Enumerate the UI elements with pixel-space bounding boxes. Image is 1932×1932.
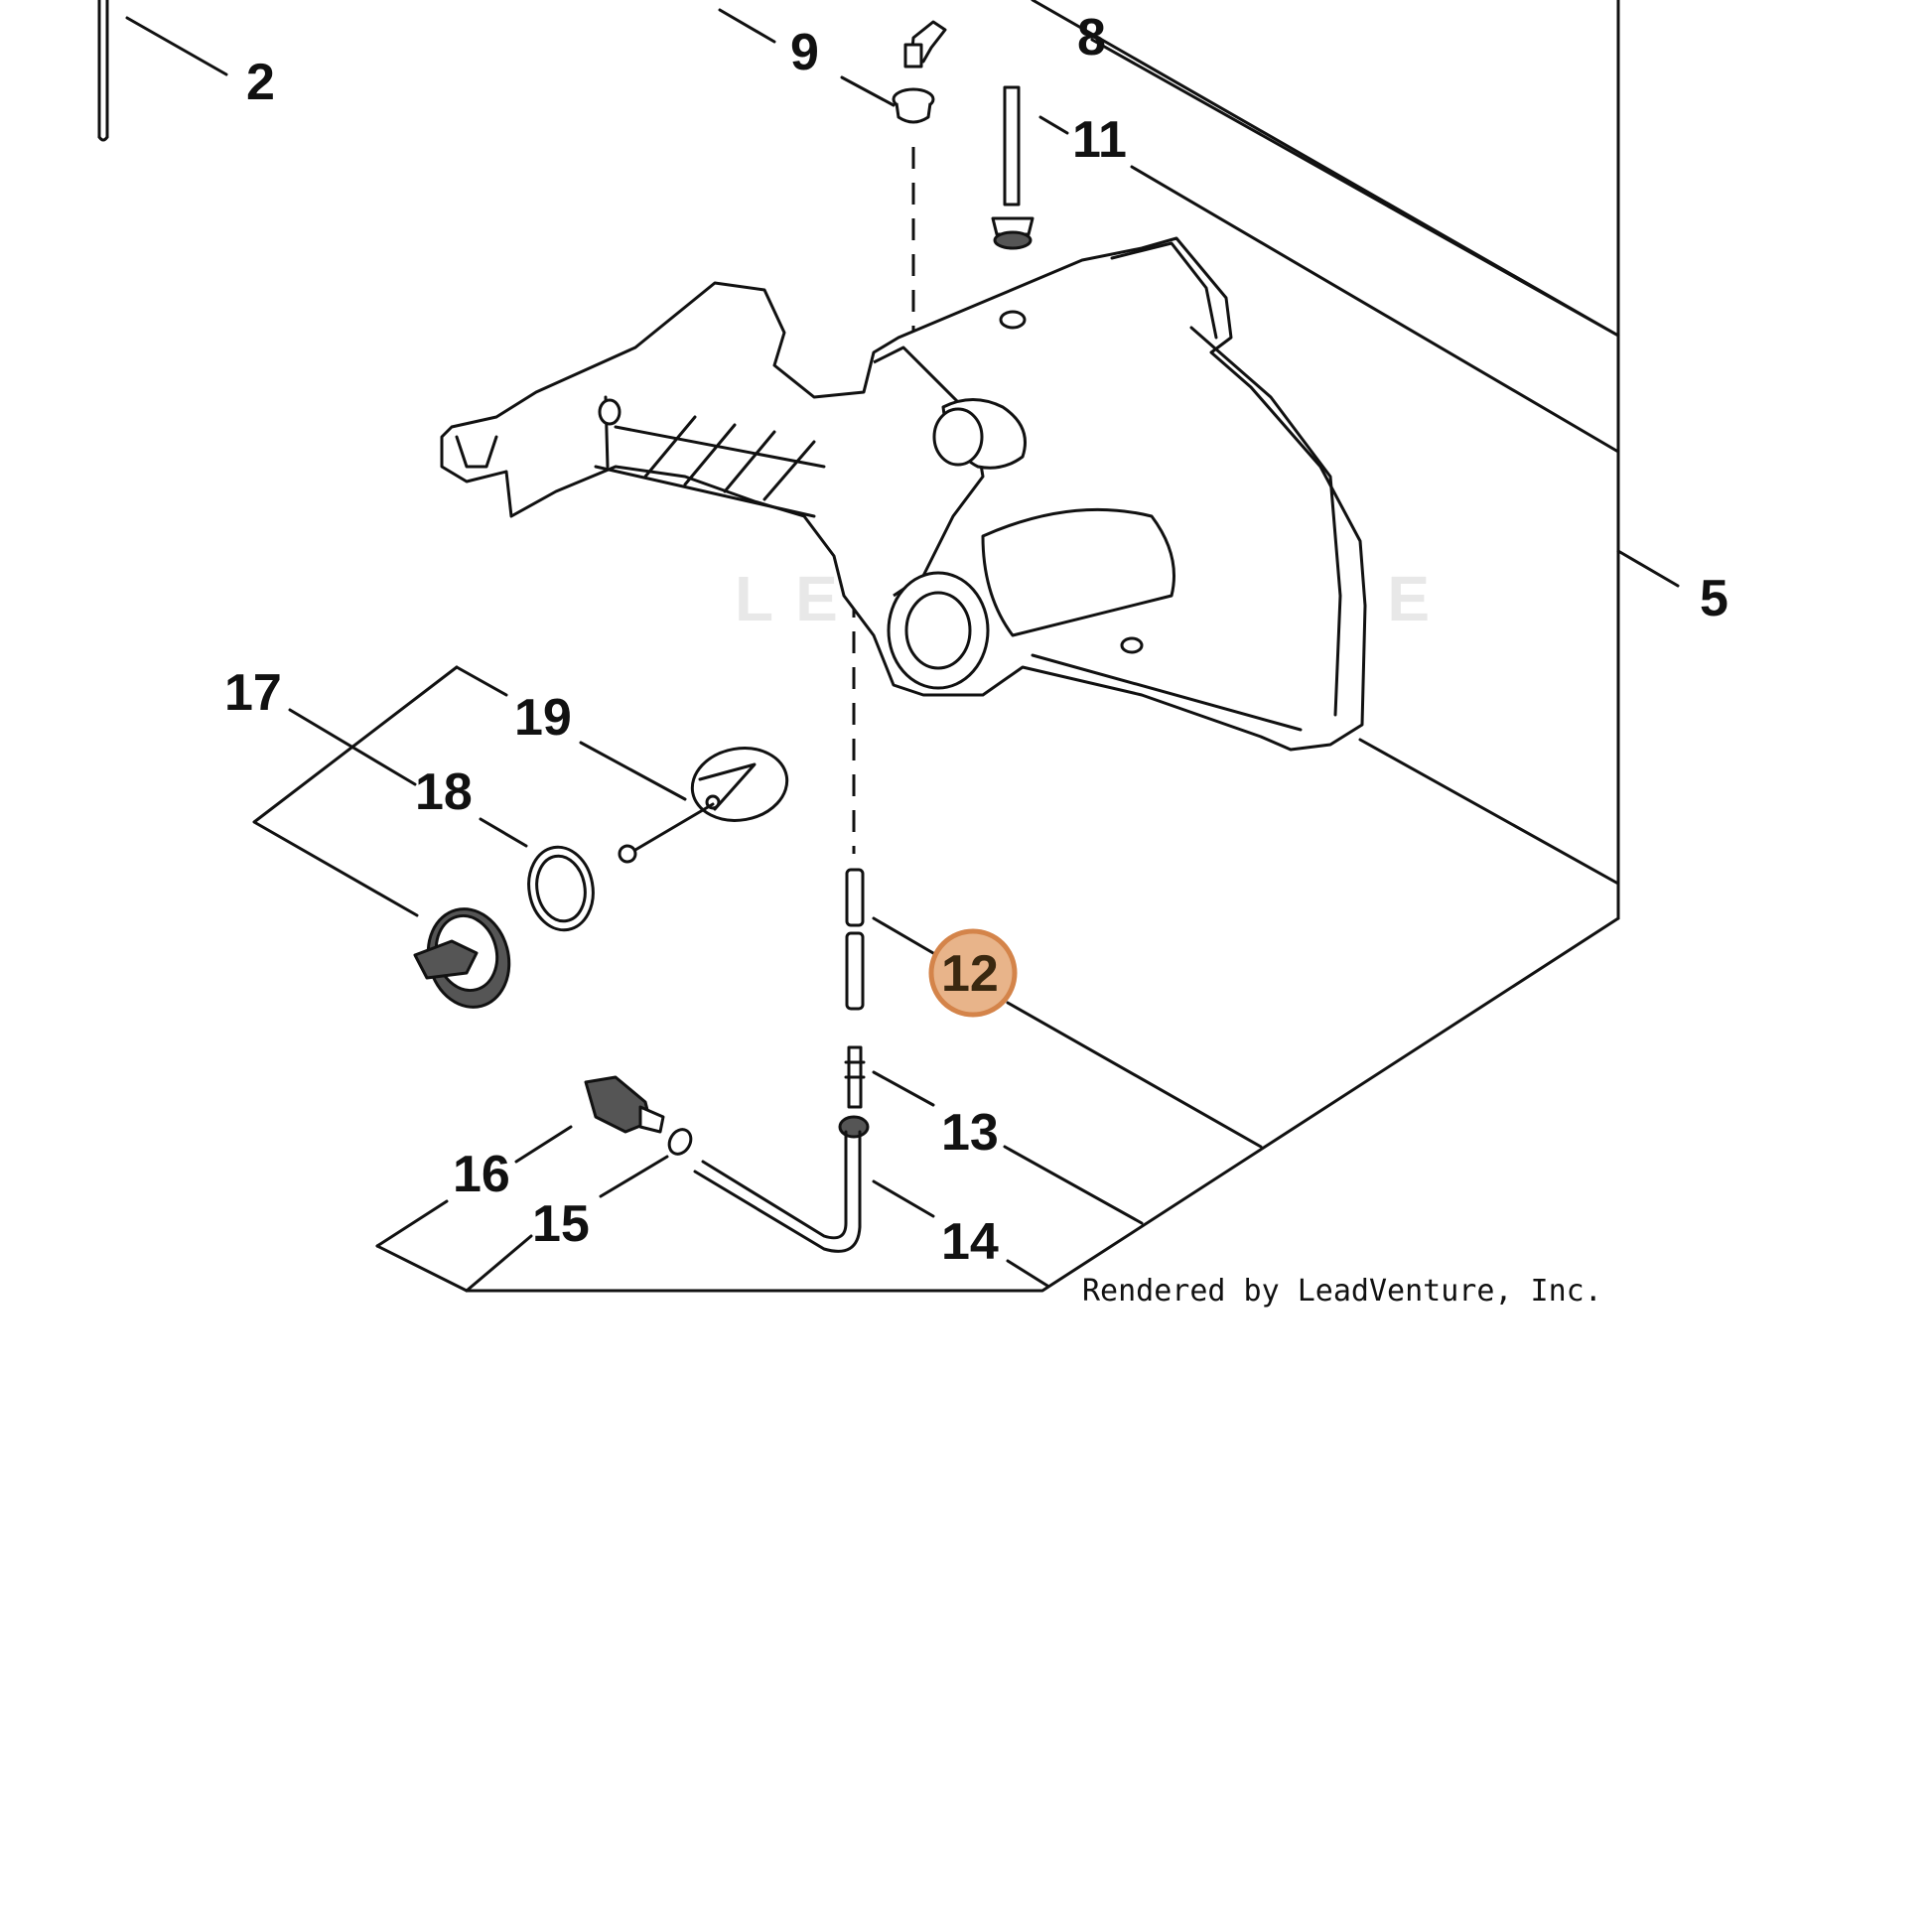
part-16-pump [375, 1075, 665, 1248]
callout-12-highlight[interactable] [928, 928, 1018, 1018]
callout-12[interactable]: 12 [941, 945, 999, 1003]
callout-17[interactable]: 17 [224, 664, 282, 722]
callout-19[interactable]: 19 [514, 689, 572, 747]
leaders-5 [1031, 0, 1680, 886]
callout-8[interactable]: 8 [1077, 9, 1106, 67]
bracket-frame [375, 0, 1620, 1293]
part-14-hose [693, 1115, 1049, 1288]
callout-5[interactable]: 5 [1700, 570, 1728, 627]
part-15-oring [465, 1128, 693, 1293]
part-19-strap [618, 747, 789, 864]
callout-11[interactable]: 11 [1072, 111, 1127, 169]
part-8-elbow [718, 8, 947, 69]
part-2-rod [97, 0, 228, 142]
part-9-grommet [840, 75, 935, 124]
part-5-housing [440, 236, 1367, 752]
callout-9[interactable]: 9 [790, 24, 819, 81]
callout-2[interactable]: 2 [246, 54, 275, 111]
callout-15[interactable]: 15 [532, 1195, 590, 1253]
callout-13[interactable]: 13 [941, 1104, 999, 1162]
part-18-seal [527, 845, 595, 932]
part-11-bolt [991, 85, 1069, 250]
part-13-connector [844, 1045, 1144, 1225]
bracket-17-19 [252, 665, 687, 917]
part-12-tube [845, 868, 1263, 1149]
part-17-cap [413, 907, 511, 1009]
credit-text: Rendered by LeadVenture, Inc. [1082, 1274, 1602, 1309]
callout-18[interactable]: 18 [415, 763, 473, 821]
callout-14[interactable]: 14 [941, 1213, 999, 1271]
callout-16[interactable]: 16 [453, 1146, 510, 1203]
